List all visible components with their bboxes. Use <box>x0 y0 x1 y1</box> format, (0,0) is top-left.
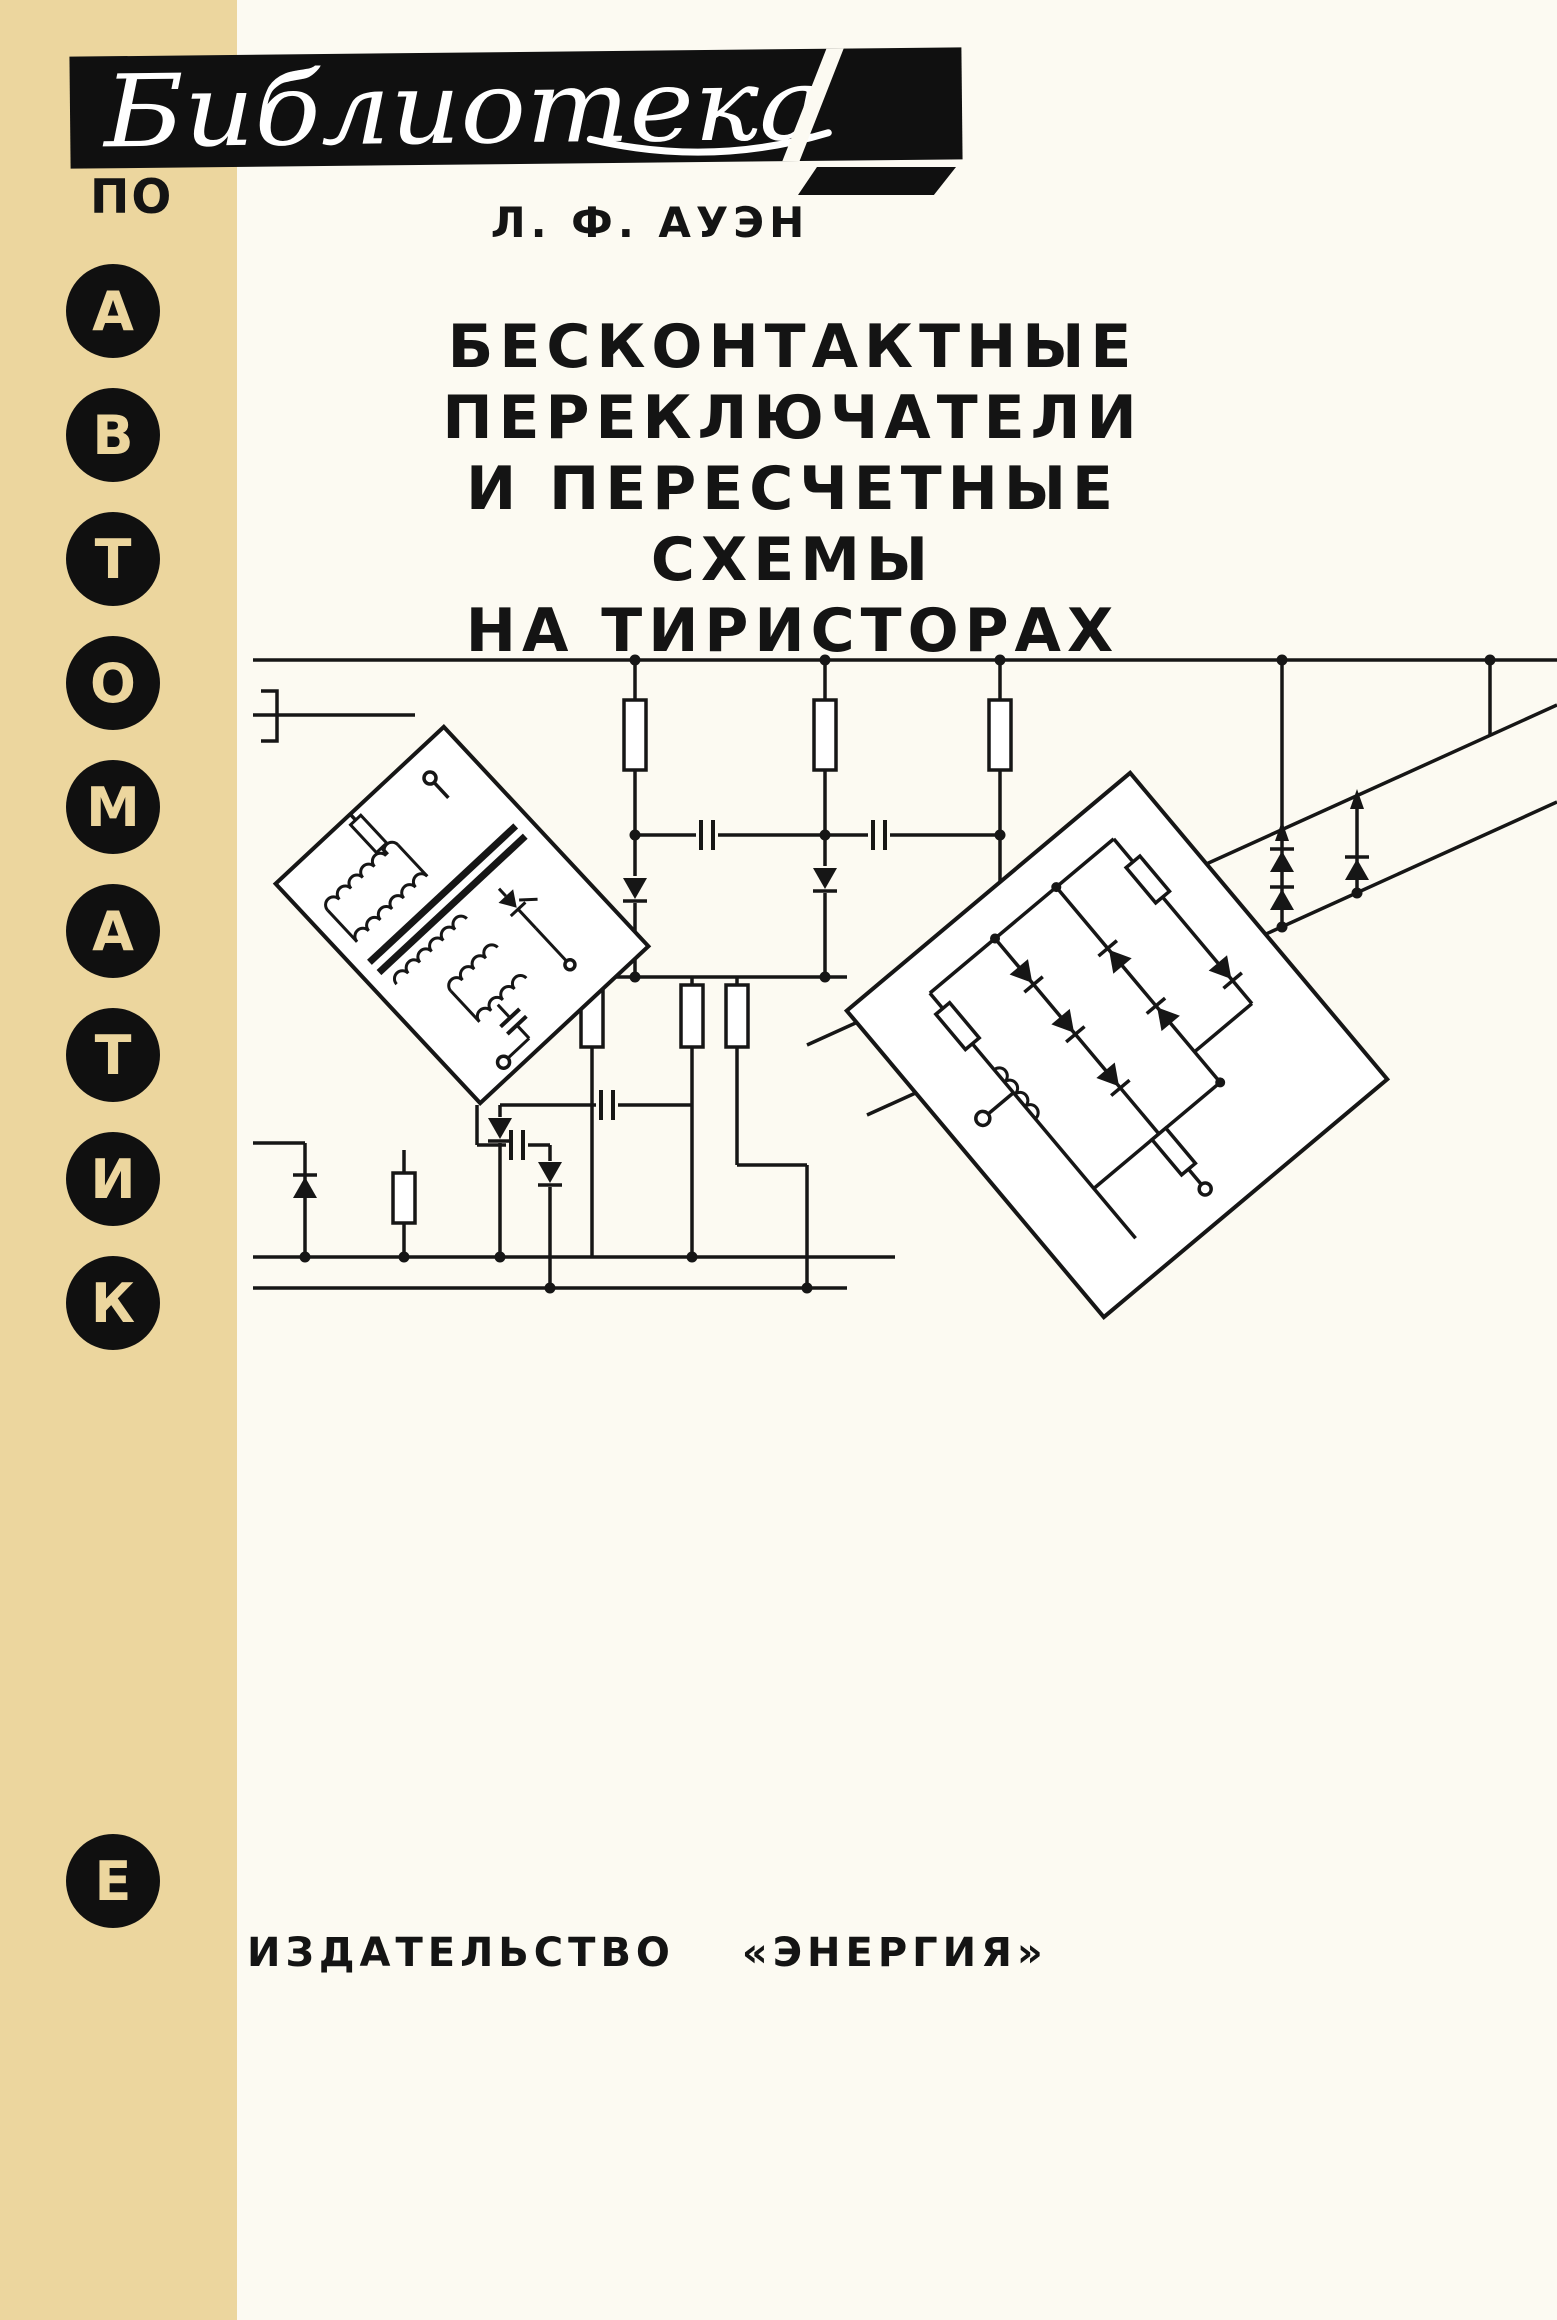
publisher-line: ИЗДАТЕЛЬСТВО «ЭНЕРГИЯ» <box>247 1930 1048 1976</box>
series-letter-circle: М <box>66 760 160 854</box>
series-letter-circle: О <box>66 636 160 730</box>
title-line: БЕСКОНТАКТНЫЕ <box>447 312 1138 382</box>
title-line: ПЕРЕКЛЮЧАТЕЛИ <box>442 383 1143 453</box>
series-letter: К <box>90 1271 136 1335</box>
series-po-label: ПО <box>90 170 174 225</box>
series-letter: М <box>86 775 140 839</box>
series-letter-circle: И <box>66 1132 160 1226</box>
series-letter: А <box>92 279 134 343</box>
circuit-diagram-illustration <box>253 654 1557 1320</box>
series-letter: О <box>90 651 136 715</box>
series-letter: Е <box>94 1849 132 1913</box>
book-title: БЕСКОНТАКТНЫЕ ПЕРЕКЛЮЧАТЕЛИ И ПЕРЕСЧЕТНЫ… <box>255 312 1330 667</box>
series-letter-circle: Т <box>66 512 160 606</box>
series-letter-circle: Е <box>66 1834 160 1928</box>
series-letter-circle: Т <box>66 1008 160 1102</box>
series-letter: А <box>92 899 134 963</box>
series-letter-circle: К <box>66 1256 160 1350</box>
title-line: СХЕМЫ <box>650 525 935 595</box>
series-script-title: Библиотека <box>101 47 824 168</box>
series-letter: И <box>90 1147 136 1211</box>
series-banner-art: Библиотека <box>101 47 832 169</box>
series-letter-circle: В <box>66 388 160 482</box>
title-line: НА ТИРИСТОРАХ <box>465 596 1120 666</box>
series-letter-circle: А <box>66 884 160 978</box>
series-letter: Т <box>94 527 132 591</box>
banner-tail-decoration <box>798 167 956 195</box>
series-banner: Библиотека <box>69 47 963 169</box>
title-line: И ПЕРЕСЧЕТНЫЕ <box>465 454 1120 524</box>
series-letter: Т <box>94 1023 132 1087</box>
series-letter-circle: А <box>66 264 160 358</box>
author-name: Л. Ф. АУЭН <box>490 198 810 247</box>
series-letter: В <box>92 403 134 467</box>
